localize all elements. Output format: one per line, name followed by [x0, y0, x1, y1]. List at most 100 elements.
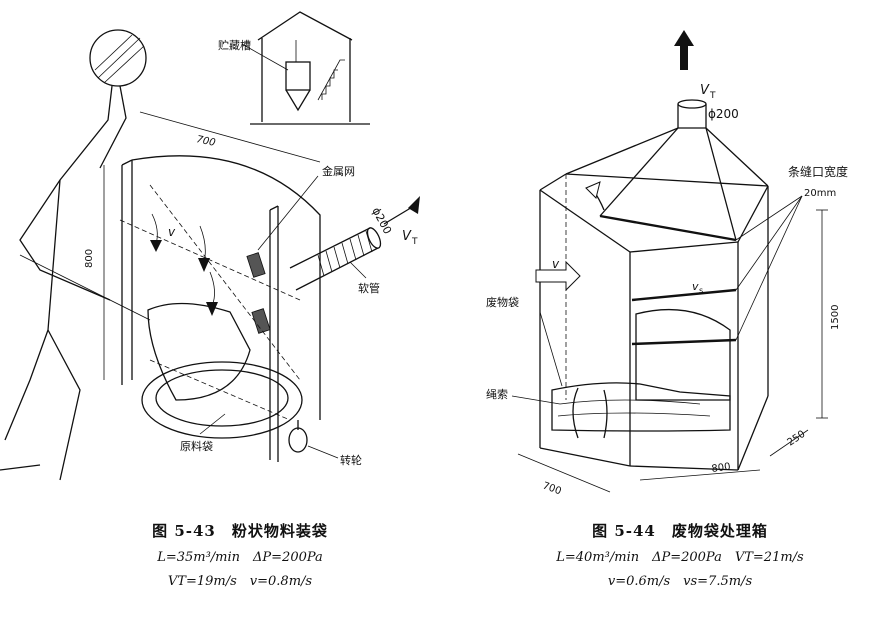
storage-tank-cone	[285, 89, 311, 112]
slot-bar	[599, 214, 737, 242]
dim-width-label: 700	[541, 480, 563, 497]
caster-wheel	[288, 427, 308, 453]
box-top-corner	[737, 185, 769, 243]
box-bottom-right	[737, 395, 769, 471]
flow-arrowhead	[206, 302, 218, 316]
inflow-arrow	[535, 260, 581, 292]
caption-params-2: VT=19m/s v=0.8m/s	[167, 574, 313, 589]
label-slot-velocity: v	[692, 280, 699, 293]
label-diameter: ϕ200	[708, 107, 739, 121]
label-vt-sub: T	[709, 91, 716, 101]
box-bottom-front	[539, 447, 631, 467]
box-top-back	[565, 173, 769, 187]
rope	[603, 389, 608, 439]
label-metal-mesh: 金属网	[322, 164, 355, 178]
bag-ring-outer	[141, 361, 303, 439]
label-vt: V	[402, 229, 412, 244]
label-slot-value: 20mm	[804, 188, 836, 199]
rope	[572, 387, 579, 439]
exhaust-arrowhead	[674, 30, 694, 46]
raw-material-bag	[147, 302, 251, 401]
operator-arm-line	[19, 254, 151, 321]
label-slot-width: 条缝口宽度	[788, 164, 848, 179]
hose-ribs	[317, 230, 373, 277]
operator-torso	[99, 85, 127, 169]
hood-corner	[269, 205, 279, 211]
waste-bag-inner	[635, 308, 731, 401]
leader-raw-bag	[199, 413, 226, 435]
label-waste-bag: 废物袋	[486, 295, 519, 309]
metal-mesh-panel	[251, 308, 271, 334]
bag-ring-inner	[155, 369, 289, 427]
outlet-arrow	[383, 205, 415, 225]
hood-corner	[121, 159, 133, 166]
operator-head	[89, 29, 147, 87]
dim-line-width	[139, 111, 321, 163]
caption-title: 图 5-43 粉状物料装袋	[152, 522, 328, 540]
label-hose: 软管	[358, 281, 380, 295]
dashed-guide	[119, 219, 301, 301]
label-caster: 转轮	[340, 453, 362, 467]
figure-5-44-drawing: V T ϕ200 条缝口宽度 20mm 废物袋 绳索 v v s 1500 70…	[486, 30, 848, 497]
exhaust-arrow-shaft	[680, 44, 688, 70]
leader-storage-tank	[241, 43, 289, 71]
waste-bag	[551, 382, 731, 432]
leader-hose	[349, 261, 367, 279]
operator-back	[4, 179, 61, 441]
caption-figure-5-44: 图 5-44 废物袋处理箱 L=40m³/min ΔP=200Pa VT=21m…	[500, 520, 860, 589]
caption-params-1: L=40m³/min ΔP=200Pa VT=21m/s	[556, 550, 804, 565]
label-rope: 绳索	[486, 387, 508, 401]
slot-bar	[631, 288, 737, 302]
head-hatch	[97, 37, 141, 79]
operator-foot	[0, 464, 41, 471]
flow-arrowhead	[198, 258, 210, 272]
label-slot-velocity-sub: s	[699, 286, 703, 295]
box-top-front	[539, 189, 631, 253]
label-vt-sub: T	[411, 237, 418, 247]
dashed-guide	[149, 184, 301, 381]
flow-arrowhead	[150, 240, 162, 252]
caption-figure-5-43: 图 5-43 粉状物料装袋 L=35m³/min ΔP=200Pa VT=19m…	[90, 520, 390, 589]
label-raw-bag: 原料袋	[180, 439, 213, 453]
duct-top	[677, 99, 707, 109]
storage-tank-body	[285, 61, 311, 91]
slot-bar	[631, 338, 737, 346]
flow-arrow	[151, 213, 158, 245]
leader-waste-bag	[539, 311, 563, 387]
operator-arm	[19, 85, 113, 301]
caption-params-1: L=35m³/min ΔP=200Pa	[157, 550, 323, 565]
hood-ridge	[599, 127, 679, 217]
figure-5-43-drawing: 贮藏槽 金属网 ϕ200 V T 软管 原料袋 转轮 700 800 v	[0, 11, 420, 481]
inflow-arrowhead-top	[585, 181, 601, 199]
hose-outlet	[366, 227, 382, 249]
box-top-side	[629, 241, 739, 253]
dim-line-width	[517, 453, 611, 493]
leader-metal-mesh	[257, 175, 319, 251]
building-roof	[257, 11, 353, 41]
dim-side-label: 250	[786, 429, 808, 449]
caption-params-2: v=0.6m/s vs=7.5m/s	[607, 574, 753, 589]
label-storage-tank: 贮藏槽	[218, 39, 251, 52]
hose-lower	[295, 247, 379, 291]
leader-slot	[735, 195, 803, 291]
dim-line-depth	[639, 469, 761, 481]
label-vt: V	[700, 83, 710, 98]
dim-width-label: 700	[195, 134, 216, 149]
dim-depth-label: 800	[711, 461, 731, 475]
leader-slot	[735, 195, 803, 241]
head-hatch	[94, 34, 133, 71]
box-bottom-side	[629, 465, 739, 471]
leader-caster	[307, 445, 339, 459]
label-velocity: v	[552, 257, 560, 271]
hood-top-edge	[131, 155, 321, 420]
hood-roof	[565, 127, 769, 187]
label-velocity: v	[168, 225, 176, 239]
outlet-arrowhead	[408, 196, 420, 214]
flow-arrow	[209, 271, 215, 307]
metal-mesh-panel	[246, 252, 266, 278]
hose-upper	[289, 227, 371, 269]
dashed-guide	[149, 359, 291, 421]
hood-ridge-back	[705, 127, 737, 241]
